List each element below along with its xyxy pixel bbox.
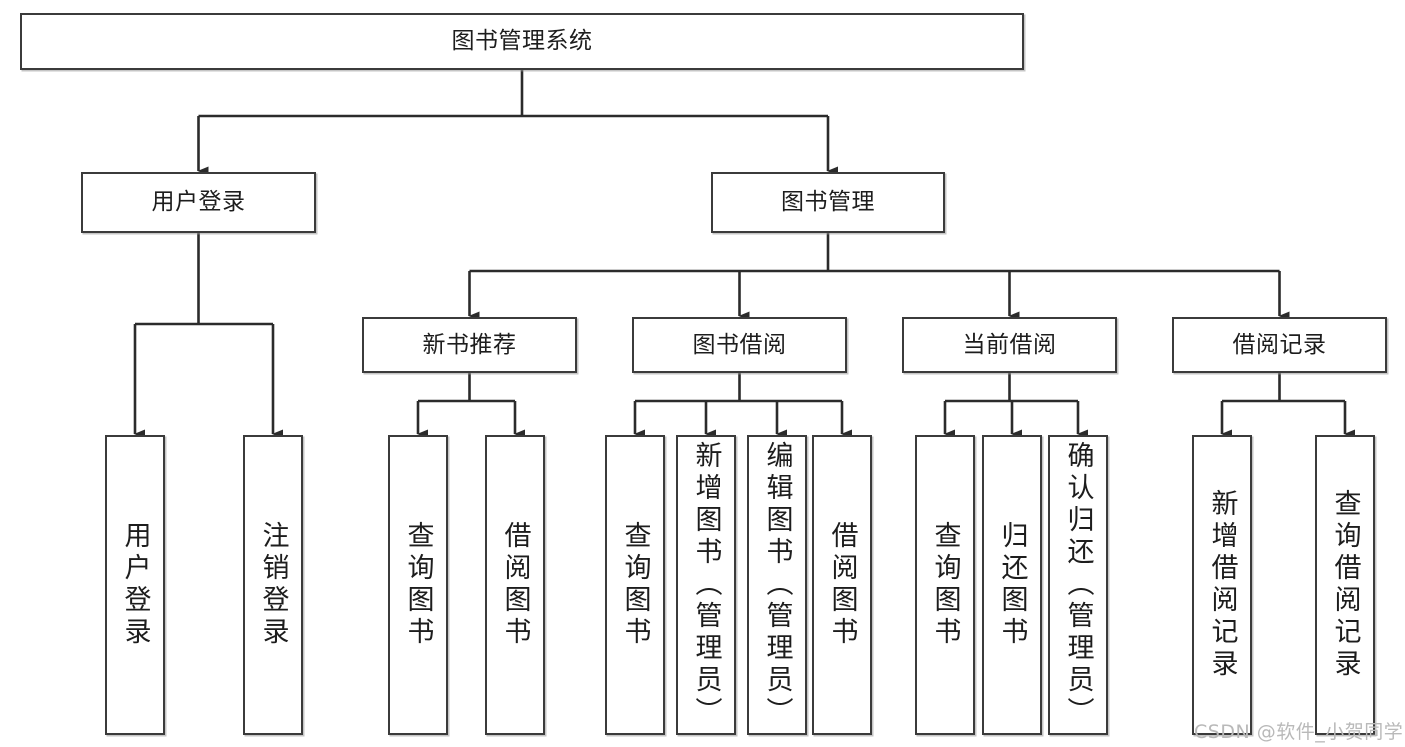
node-label: 归还图书 (996, 521, 1028, 649)
node-leaf-add-record[interactable]: 新增借阅记录 (1192, 435, 1252, 735)
node-label: 确认归还（管理员） (1062, 441, 1094, 729)
node-label: 借阅图书 (826, 521, 858, 649)
node-leaf-add-book[interactable]: 新增图书（管理员） (676, 435, 736, 735)
node-label: 注销登录 (257, 521, 289, 649)
node-label: 图书管理系统 (451, 28, 593, 55)
node-book-borrow[interactable]: 图书借阅 (632, 317, 847, 373)
node-label: 编辑图书（管理员） (761, 441, 793, 729)
csdn-watermark: CSDN @软件_小贺同学 (1194, 721, 1404, 743)
node-label: 查询图书 (929, 521, 961, 649)
node-leaf-borrow-book-1[interactable]: 借阅图书 (485, 435, 545, 735)
node-leaf-return-book[interactable]: 归还图书 (982, 435, 1042, 735)
node-label: 查询图书 (402, 521, 434, 649)
node-label: 当前借阅 (962, 331, 1057, 358)
node-label: 用户登录 (119, 521, 151, 649)
node-label: 用户登录 (151, 189, 246, 216)
node-root[interactable]: 图书管理系统 (20, 13, 1024, 70)
node-leaf-query-book-1[interactable]: 查询图书 (388, 435, 448, 735)
node-leaf-borrow-book-2[interactable]: 借阅图书 (812, 435, 872, 735)
node-label: 图书管理 (781, 189, 875, 216)
node-book-manage[interactable]: 图书管理 (711, 172, 945, 233)
node-label: 查询图书 (619, 521, 651, 649)
node-borrow-record[interactable]: 借阅记录 (1172, 317, 1387, 373)
node-leaf-edit-book[interactable]: 编辑图书（管理员） (747, 435, 807, 735)
node-leaf-logout[interactable]: 注销登录 (243, 435, 303, 735)
node-leaf-query-book-3[interactable]: 查询图书 (915, 435, 975, 735)
node-leaf-query-record[interactable]: 查询借阅记录 (1315, 435, 1375, 735)
node-current-borrow[interactable]: 当前借阅 (902, 317, 1117, 373)
node-label: 新书推荐 (422, 331, 517, 358)
node-leaf-user-login[interactable]: 用户登录 (105, 435, 165, 735)
node-new-book-rec[interactable]: 新书推荐 (362, 317, 577, 373)
node-label: 图书借阅 (692, 331, 787, 358)
node-leaf-confirm-return[interactable]: 确认归还（管理员） (1048, 435, 1108, 735)
node-label: 新增图书（管理员） (690, 441, 722, 729)
node-label: 新增借阅记录 (1206, 489, 1238, 681)
node-label: 查询借阅记录 (1329, 489, 1361, 681)
node-label: 借阅图书 (499, 521, 531, 649)
node-user-login[interactable]: 用户登录 (81, 172, 316, 233)
node-leaf-query-book-2[interactable]: 查询图书 (605, 435, 665, 735)
node-label: 借阅记录 (1232, 331, 1327, 358)
